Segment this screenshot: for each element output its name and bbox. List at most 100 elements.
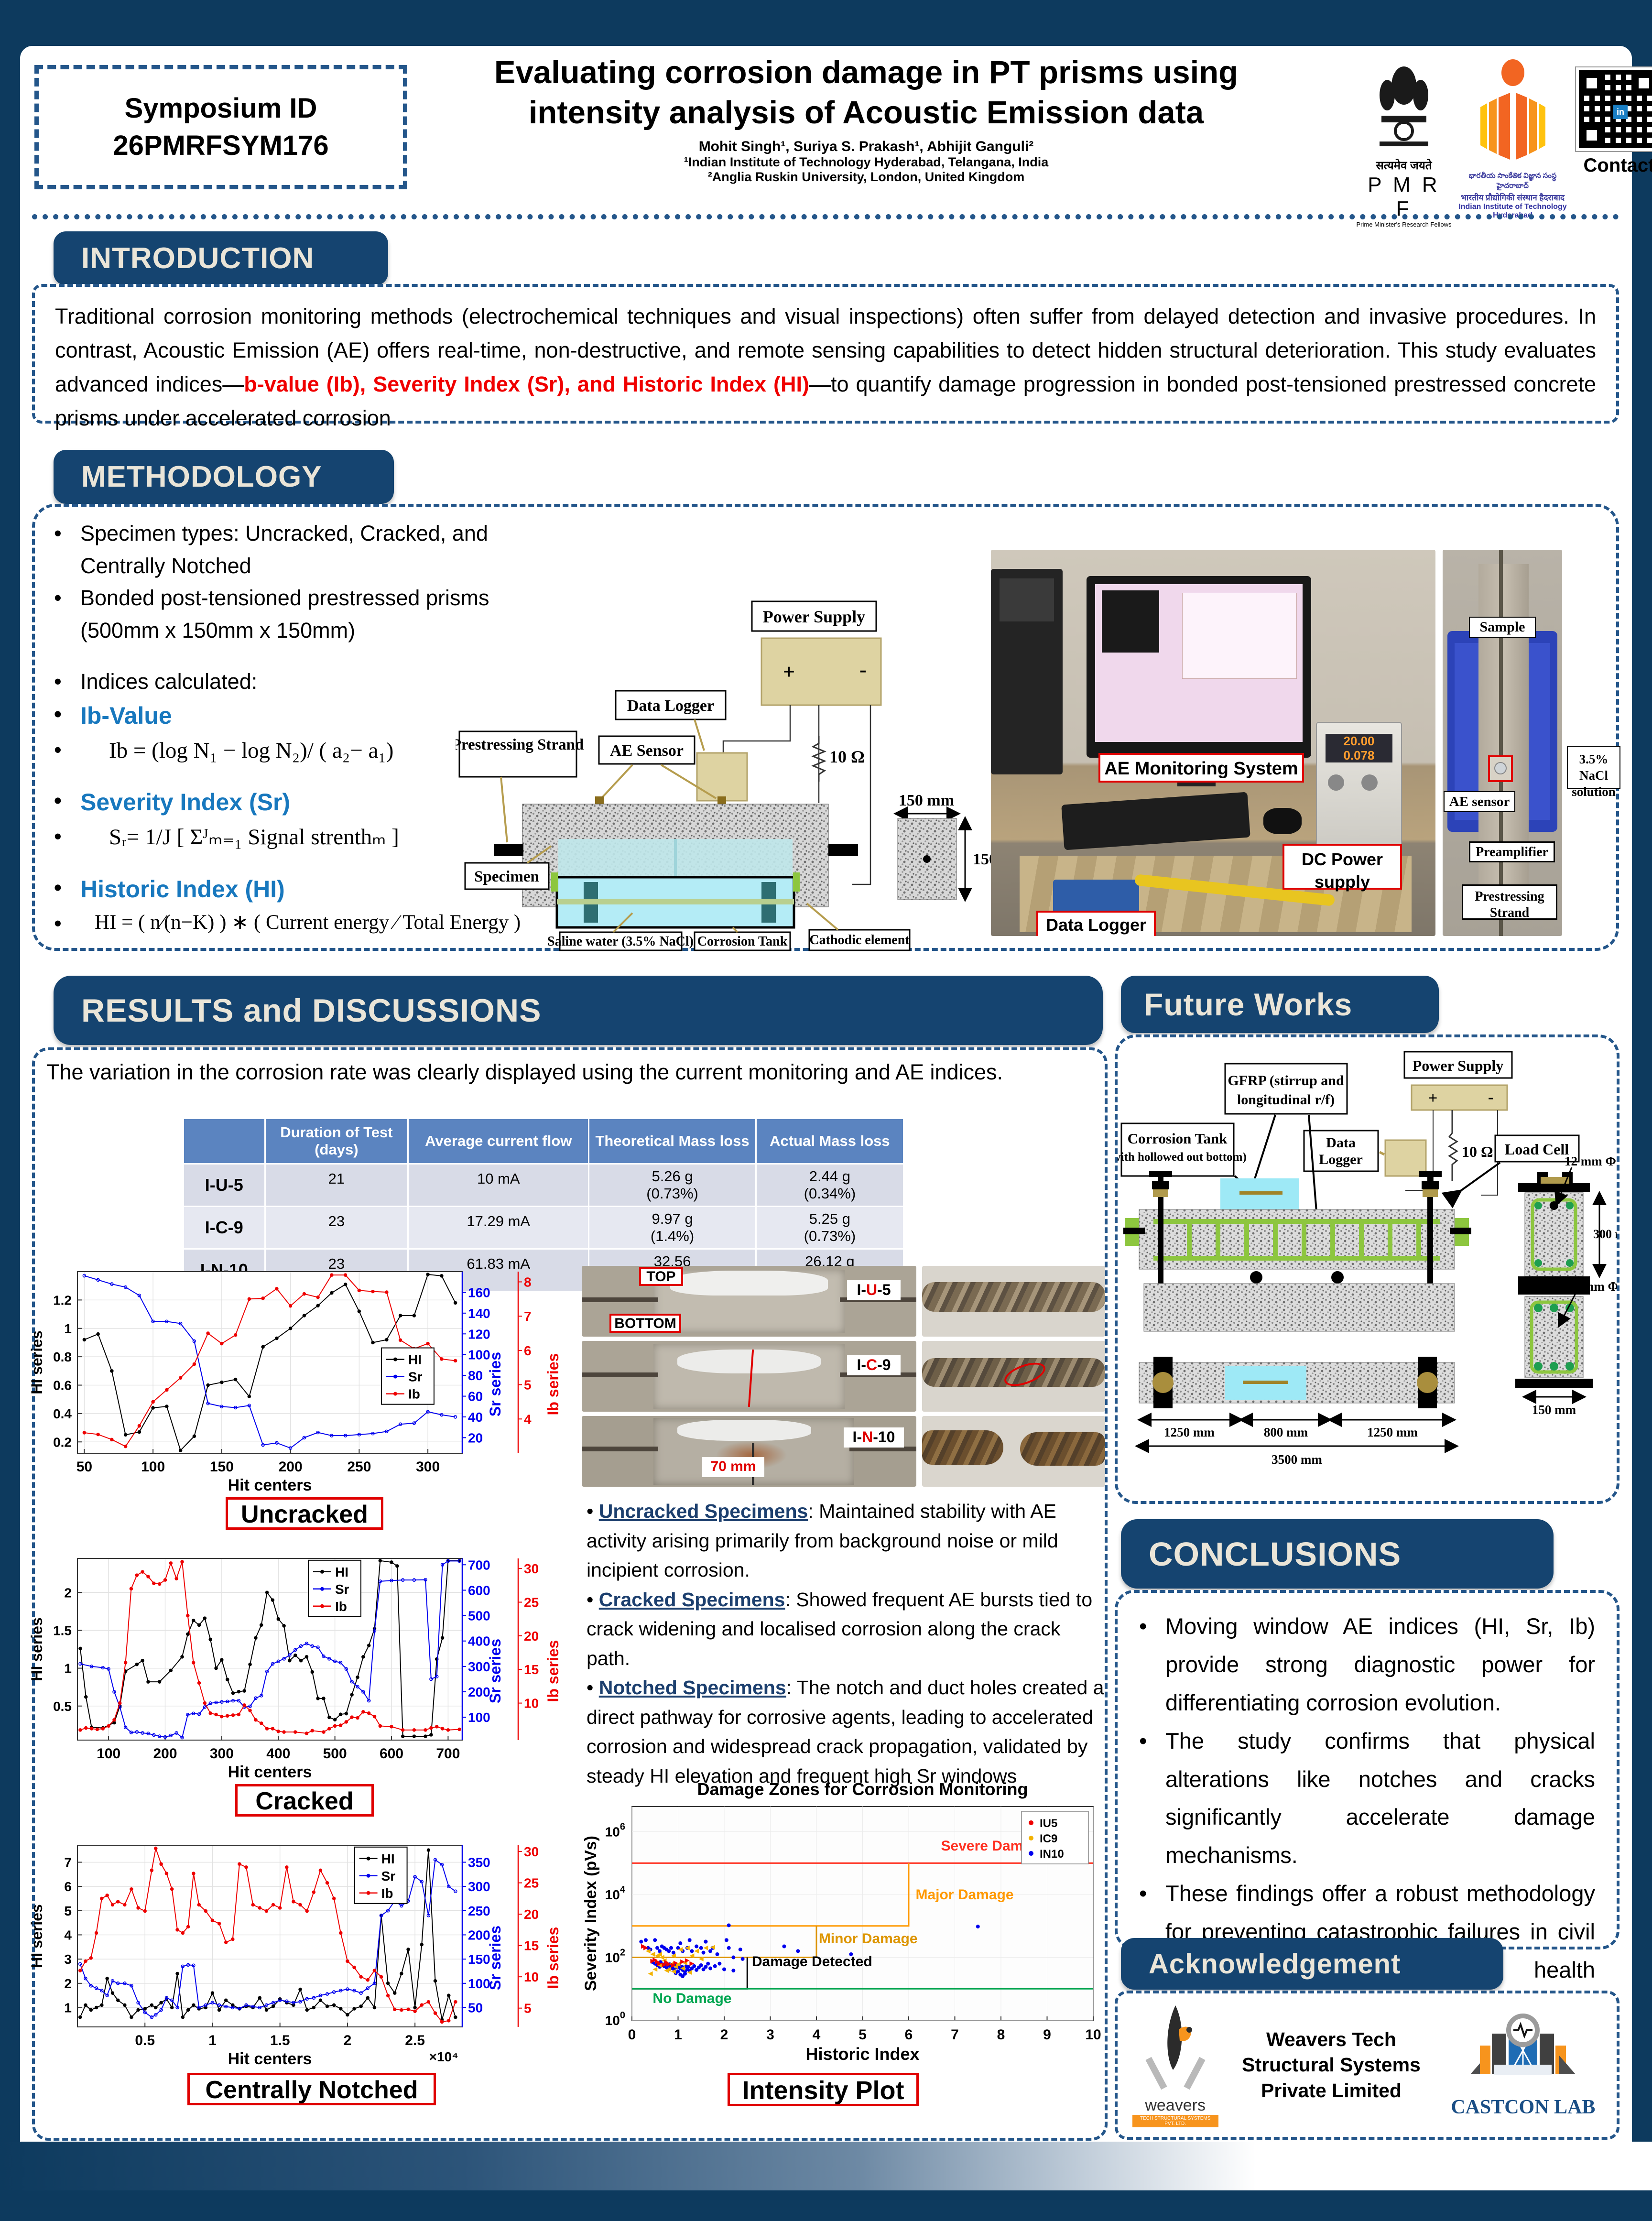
schematic-saline-label: Saline water (3.5% NaCl)	[547, 934, 694, 949]
svg-text:0: 0	[628, 2027, 636, 2043]
sample-photo: Sample AE sensor Preamplifier Prestressi…	[1443, 550, 1562, 936]
iith-name-telugu: భారతీయ సాంకేతిక విజ్ఞాన సంస్థ హైదరాబాద్	[1468, 172, 1557, 190]
photo-label-strand: Prestressing Strand	[1462, 884, 1557, 920]
schematic-ae-sensor-label: AE Sensor	[610, 742, 684, 760]
future-power-label: Power Supply	[1413, 1057, 1504, 1074]
svg-text:10: 10	[524, 1970, 539, 1984]
svg-text:7: 7	[64, 1855, 72, 1870]
svg-text:150: 150	[468, 1952, 490, 1967]
methodology-box: •Specimen types: Uncracked, Cracked, and…	[32, 504, 1620, 951]
svg-text:30: 30	[524, 1844, 539, 1859]
top-label: TOP	[646, 1269, 676, 1285]
svg-text:1: 1	[64, 1661, 72, 1676]
introduction-text: Traditional corrosion monitoring methods…	[55, 299, 1596, 435]
bullet-specimen-types: Specimen types: Uncracked, Cracked, and …	[80, 521, 488, 578]
results-intro: The variation in the corrosion rate was …	[46, 1056, 1093, 1089]
th-theoretical: Theoretical Mass loss	[595, 1132, 750, 1149]
svg-text:Sr series: Sr series	[487, 1352, 504, 1416]
conclusion-1: •Moving window AE indices (HI, Sr, Ib) p…	[1139, 1607, 1595, 1722]
affiliation-1: ¹Indian Institute of Technology Hyderaba…	[684, 154, 1049, 169]
row-iu5-theoretical: 5.26 g (0.73%)	[646, 1168, 698, 1202]
weavers-wordmark: weavers	[1145, 2096, 1206, 2114]
caption-intensity: Intensity Plot	[728, 2073, 919, 2106]
svg-text:No Damage: No Damage	[652, 1991, 731, 2006]
svg-text:25: 25	[524, 1876, 539, 1891]
weavers-text: Weavers Tech Structural Systems Private …	[1242, 2028, 1421, 2101]
svg-text:600: 600	[468, 1583, 490, 1598]
conclusion-2-text: The study confirms that physical alterat…	[1165, 1728, 1595, 1868]
emblem-icon	[1380, 66, 1428, 146]
svg-text:8: 8	[524, 1275, 532, 1290]
table-row: I-U-5 21 10 mA 5.26 g (0.73%) 2.44 g (0.…	[184, 1165, 903, 1206]
bullet-notched: • Notched Specimens: The notch and duct …	[587, 1677, 1104, 1787]
specimen-grid: TOP BOTTOM I-U-5 I-C-9	[582, 1266, 1105, 1487]
preamplifier-label: Preamplifier	[1476, 845, 1548, 860]
row-ic9-current: 17.29 mA	[467, 1213, 531, 1230]
schematic-specimen-label: Specimen	[474, 868, 539, 885]
results-title: RESULTS and DISCUSSIONS	[81, 992, 542, 1029]
bullet-indices: Indices calculated:	[80, 669, 258, 694]
svg-text:300: 300	[210, 1746, 234, 1762]
svg-text:1.2: 1.2	[53, 1293, 72, 1307]
future-logger-label: Data	[1326, 1135, 1356, 1151]
svg-text:200: 200	[153, 1746, 177, 1762]
sample-label: Sample	[1479, 619, 1525, 635]
svg-text:Ib: Ib	[381, 1886, 393, 1901]
future-works-diagram: GFRP (stirrup and longitudinal r/f) Powe…	[1108, 1051, 1636, 1467]
svg-text:2: 2	[344, 2033, 352, 2048]
iith-logo-icon	[1480, 59, 1545, 160]
svg-text:150: 150	[210, 1459, 234, 1475]
svg-text:4: 4	[524, 1412, 532, 1426]
svg-text:5: 5	[524, 1378, 532, 1393]
future-tank-label2: (with hollowed out bottom)	[1118, 1151, 1247, 1164]
schematic-data-logger-label: Data Logger	[627, 697, 714, 715]
corrosion-setup-schematic: Power Supply + - 10 Ω Data Logger AE Sen…	[456, 600, 996, 951]
svg-text:6: 6	[524, 1343, 532, 1358]
data-logger-photo-label: Data Logger	[1045, 915, 1147, 935]
weavers-sub: TECH STRUCTURAL SYSTEMS PVT. LTD.	[1132, 2115, 1218, 2127]
pmrf-motto: सत्यमेव जयते	[1376, 159, 1432, 172]
table-row: I-C-9 23 17.29 mA 9.97 g (1.4%) 5.25 g (…	[184, 1207, 903, 1248]
svg-text:0.8: 0.8	[53, 1350, 72, 1364]
svg-text:Sr series: Sr series	[487, 1926, 504, 1990]
qr-caption: Contact	[1583, 155, 1652, 176]
conclusion-2: •The study confirms that physical altera…	[1139, 1722, 1595, 1875]
svg-text:100: 100	[141, 1459, 165, 1475]
future-box: GFRP (stirrup and longitudinal r/f) Powe…	[1108, 1034, 1636, 1504]
svg-text:Damage Detected: Damage Detected	[752, 1954, 872, 1970]
svg-text:400: 400	[266, 1746, 290, 1762]
bullet-uncracked-text: : Maintained stability with AE activity …	[587, 1500, 1058, 1581]
svg-text:300: 300	[416, 1459, 440, 1475]
label-ic9: I-C-9	[847, 1355, 901, 1375]
intro-text-indices: b-value (Ib), Severity Index (Sr), and H…	[244, 372, 809, 397]
pmrf-logo: सत्यमेव जयते P M R F Prime Minister's Re…	[1356, 59, 1452, 228]
caption-notched: Centrally Notched	[187, 2073, 436, 2105]
svg-text:7: 7	[951, 2027, 959, 2043]
bullet-notched-text: : The notch and duct holes created a dir…	[587, 1677, 1104, 1787]
index-severity: Severity Index (Sr)	[80, 789, 291, 816]
svg-text:100: 100	[468, 1348, 490, 1362]
bottom-label: BOTTOM	[614, 1316, 676, 1331]
schematic-prestressing-label: Prestressing Strand	[456, 736, 584, 753]
formula-sr: Sᵣ= 1/J [ Σᴶₘ₌₁ Signal strenthₘ ]	[109, 825, 399, 849]
ae-monitoring-label: AE Monitoring System	[1104, 759, 1298, 779]
svg-text:0.5: 0.5	[135, 2033, 155, 2048]
svg-text:600: 600	[380, 1746, 403, 1762]
affiliation-2: ²Anglia Ruskin University, London, Unite…	[707, 169, 1025, 184]
photo-label-ae-sensor: AE sensor	[1444, 791, 1515, 812]
schematic-cathodic-label: Cathodic element	[809, 933, 910, 947]
svg-text:30: 30	[524, 1561, 539, 1576]
svg-text:400: 400	[468, 1634, 490, 1649]
section-methodology-header: METHODOLOGY	[54, 450, 394, 504]
methodology-bullets: •Specimen types: Uncracked, Cracked, and…	[54, 517, 537, 939]
row-iu5-duration: 21	[328, 1170, 345, 1187]
svg-text:0.2: 0.2	[53, 1435, 72, 1449]
svg-text:100: 100	[468, 1710, 490, 1725]
section-introduction-header: INTRODUCTION	[54, 231, 388, 285]
row-iu5-name: I-U-5	[205, 1175, 243, 1195]
bottom-navy-strip	[0, 2191, 1652, 2221]
bullet-uncracked-lead: Uncracked Specimens	[598, 1500, 808, 1522]
